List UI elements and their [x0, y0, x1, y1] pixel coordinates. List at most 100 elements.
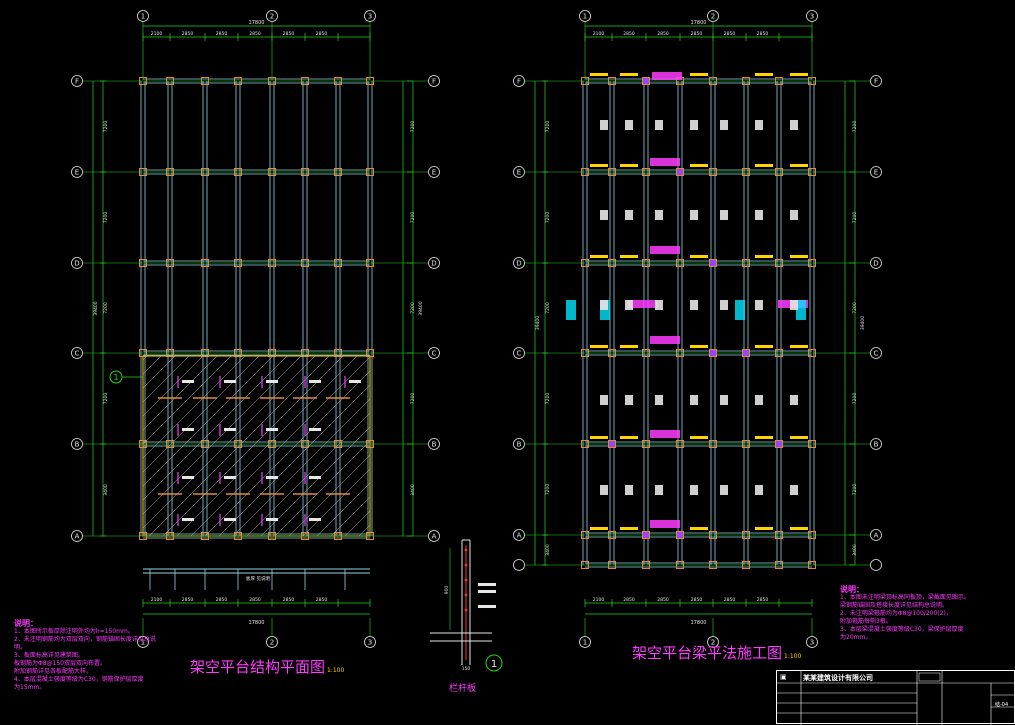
total-height-label: 39400: [93, 301, 99, 315]
right-plan-title: 架空平台梁平法施工图: [632, 644, 783, 662]
beam-annotation-yellow: [790, 73, 808, 76]
axis-bubble: [870, 347, 882, 359]
axis-bubble: [513, 75, 525, 87]
beam-annotation-white: [690, 210, 698, 220]
beam-annotation-white: [790, 210, 798, 220]
beam-annotation-yellow: [755, 345, 773, 348]
axis-label: B: [874, 441, 879, 449]
beam-annotation-yellow: [690, 73, 708, 76]
axis-label: C: [517, 350, 522, 358]
axis-bubble: [513, 438, 525, 450]
rebar-label-mark: [266, 380, 278, 383]
beam-annotation-yellow: [755, 255, 773, 258]
bay-dim-label: 7200: [545, 484, 551, 496]
axis-bubble: [870, 438, 882, 450]
notes-right-line: 2、未注明梁箍筋均为Φ8@100/200(2)，: [840, 610, 952, 617]
title-block: ▣ 某某建筑设计有限公司 结-04: [776, 670, 1015, 725]
beam-annotation-magenta: [628, 300, 658, 308]
total-width-label: 17800: [249, 20, 265, 26]
axis-bubble: [428, 438, 440, 450]
hatch-line: [0, 356, 77, 536]
beam-annotation-yellow: [690, 255, 708, 258]
beam-annotation-white: [625, 120, 633, 130]
beam-annotation-white: [655, 210, 663, 220]
beam-annotation-yellow: [620, 164, 638, 167]
beam-annotation-white: [720, 210, 728, 220]
detail-marker-label: 1: [491, 659, 497, 670]
axis-bubble: [266, 636, 278, 648]
beam-annotation-cyan: [566, 300, 576, 320]
beam-annotation-yellow: [790, 255, 808, 258]
beam-annotation-yellow: [590, 345, 608, 348]
axis-bubble: [806, 10, 818, 22]
column-mark-purple: [609, 441, 615, 447]
span-dim-label: 2850: [724, 597, 736, 603]
axis-label: A: [517, 532, 522, 540]
span-dim-label: 2100: [151, 597, 163, 603]
span-dim-label: 2850: [691, 31, 703, 37]
axis-bubble: [428, 530, 440, 542]
beam-annotation-white: [600, 485, 608, 495]
beam-annotation-white: [720, 300, 728, 310]
axis-bubble: [71, 347, 83, 359]
axis-label: 1: [141, 639, 145, 647]
bay-dim-label: 7200: [545, 393, 551, 405]
beam-annotation-yellow: [790, 436, 808, 439]
hatch-line: [358, 524, 370, 536]
beam-annotation-white: [690, 120, 698, 130]
total-height-label: 39400: [418, 301, 424, 315]
beam-annotation-white: [690, 395, 698, 405]
total-height-label: 39400: [860, 316, 866, 330]
hatch-line: [0, 356, 63, 536]
bay-dim-label: 3400: [410, 484, 416, 496]
beam-annotation-cyan: [796, 300, 806, 320]
beam-annotation-white: [790, 120, 798, 130]
beam-annotation-white: [600, 395, 608, 405]
beam-annotation-yellow: [690, 164, 708, 167]
bay-dim-label: 7200: [410, 212, 416, 224]
beam-annotation-white: [790, 300, 798, 310]
beam-annotation-white: [790, 485, 798, 495]
bay-dim-label: 7200: [852, 393, 858, 405]
beam-annotation-yellow: [755, 436, 773, 439]
axis-label: 3: [810, 13, 814, 21]
column-mark-purple: [710, 350, 716, 356]
beam-annotation-magenta: [650, 246, 680, 254]
span-dim-label: 2850: [623, 31, 635, 37]
span-dim-label: 2100: [151, 31, 163, 37]
axis-bubble: [513, 559, 525, 571]
span-dim-label: 2850: [216, 597, 228, 603]
span-dim-label: 2850: [216, 31, 228, 37]
axis-bubble: [870, 529, 882, 541]
hatch-line: [143, 356, 232, 445]
span-dim-label: 2850: [249, 597, 261, 603]
bay-dim-label: 7200: [410, 393, 416, 405]
axis-bubble: [71, 75, 83, 87]
column-mark-purple: [643, 78, 649, 84]
beam-annotation-yellow: [790, 527, 808, 530]
structural-plan-left: 2100210028502850285028502850285028502850…: [0, 10, 567, 648]
axis-label: E: [75, 169, 79, 177]
axis-label: A: [874, 532, 879, 540]
span-dim-label: 2850: [657, 597, 669, 603]
axis-label: A: [432, 533, 437, 541]
section-marker-label: 1: [113, 373, 118, 382]
beam-annotation-magenta: [652, 72, 682, 80]
span-dim-label: 2850: [182, 597, 194, 603]
span-dim-label: 2850: [316, 597, 328, 603]
detail-annotation: [478, 583, 496, 586]
left-plan-scale: 1:100: [327, 667, 345, 674]
bay-dim-label: 7200: [545, 212, 551, 224]
beam-annotation-white: [625, 210, 633, 220]
axis-bubble: [428, 166, 440, 178]
axis-bubble: [707, 10, 719, 22]
beam-annotation-white: [655, 300, 663, 310]
hatch-line: [387, 356, 567, 536]
beam-annotation-yellow: [620, 345, 638, 348]
bay-dim-label: 7200: [852, 121, 858, 133]
axis-label: 1: [583, 13, 587, 21]
axis-label: 1: [583, 639, 587, 647]
notes-right-line: 为20mm。: [840, 634, 872, 641]
bay-dim-label: 7200: [103, 302, 109, 314]
